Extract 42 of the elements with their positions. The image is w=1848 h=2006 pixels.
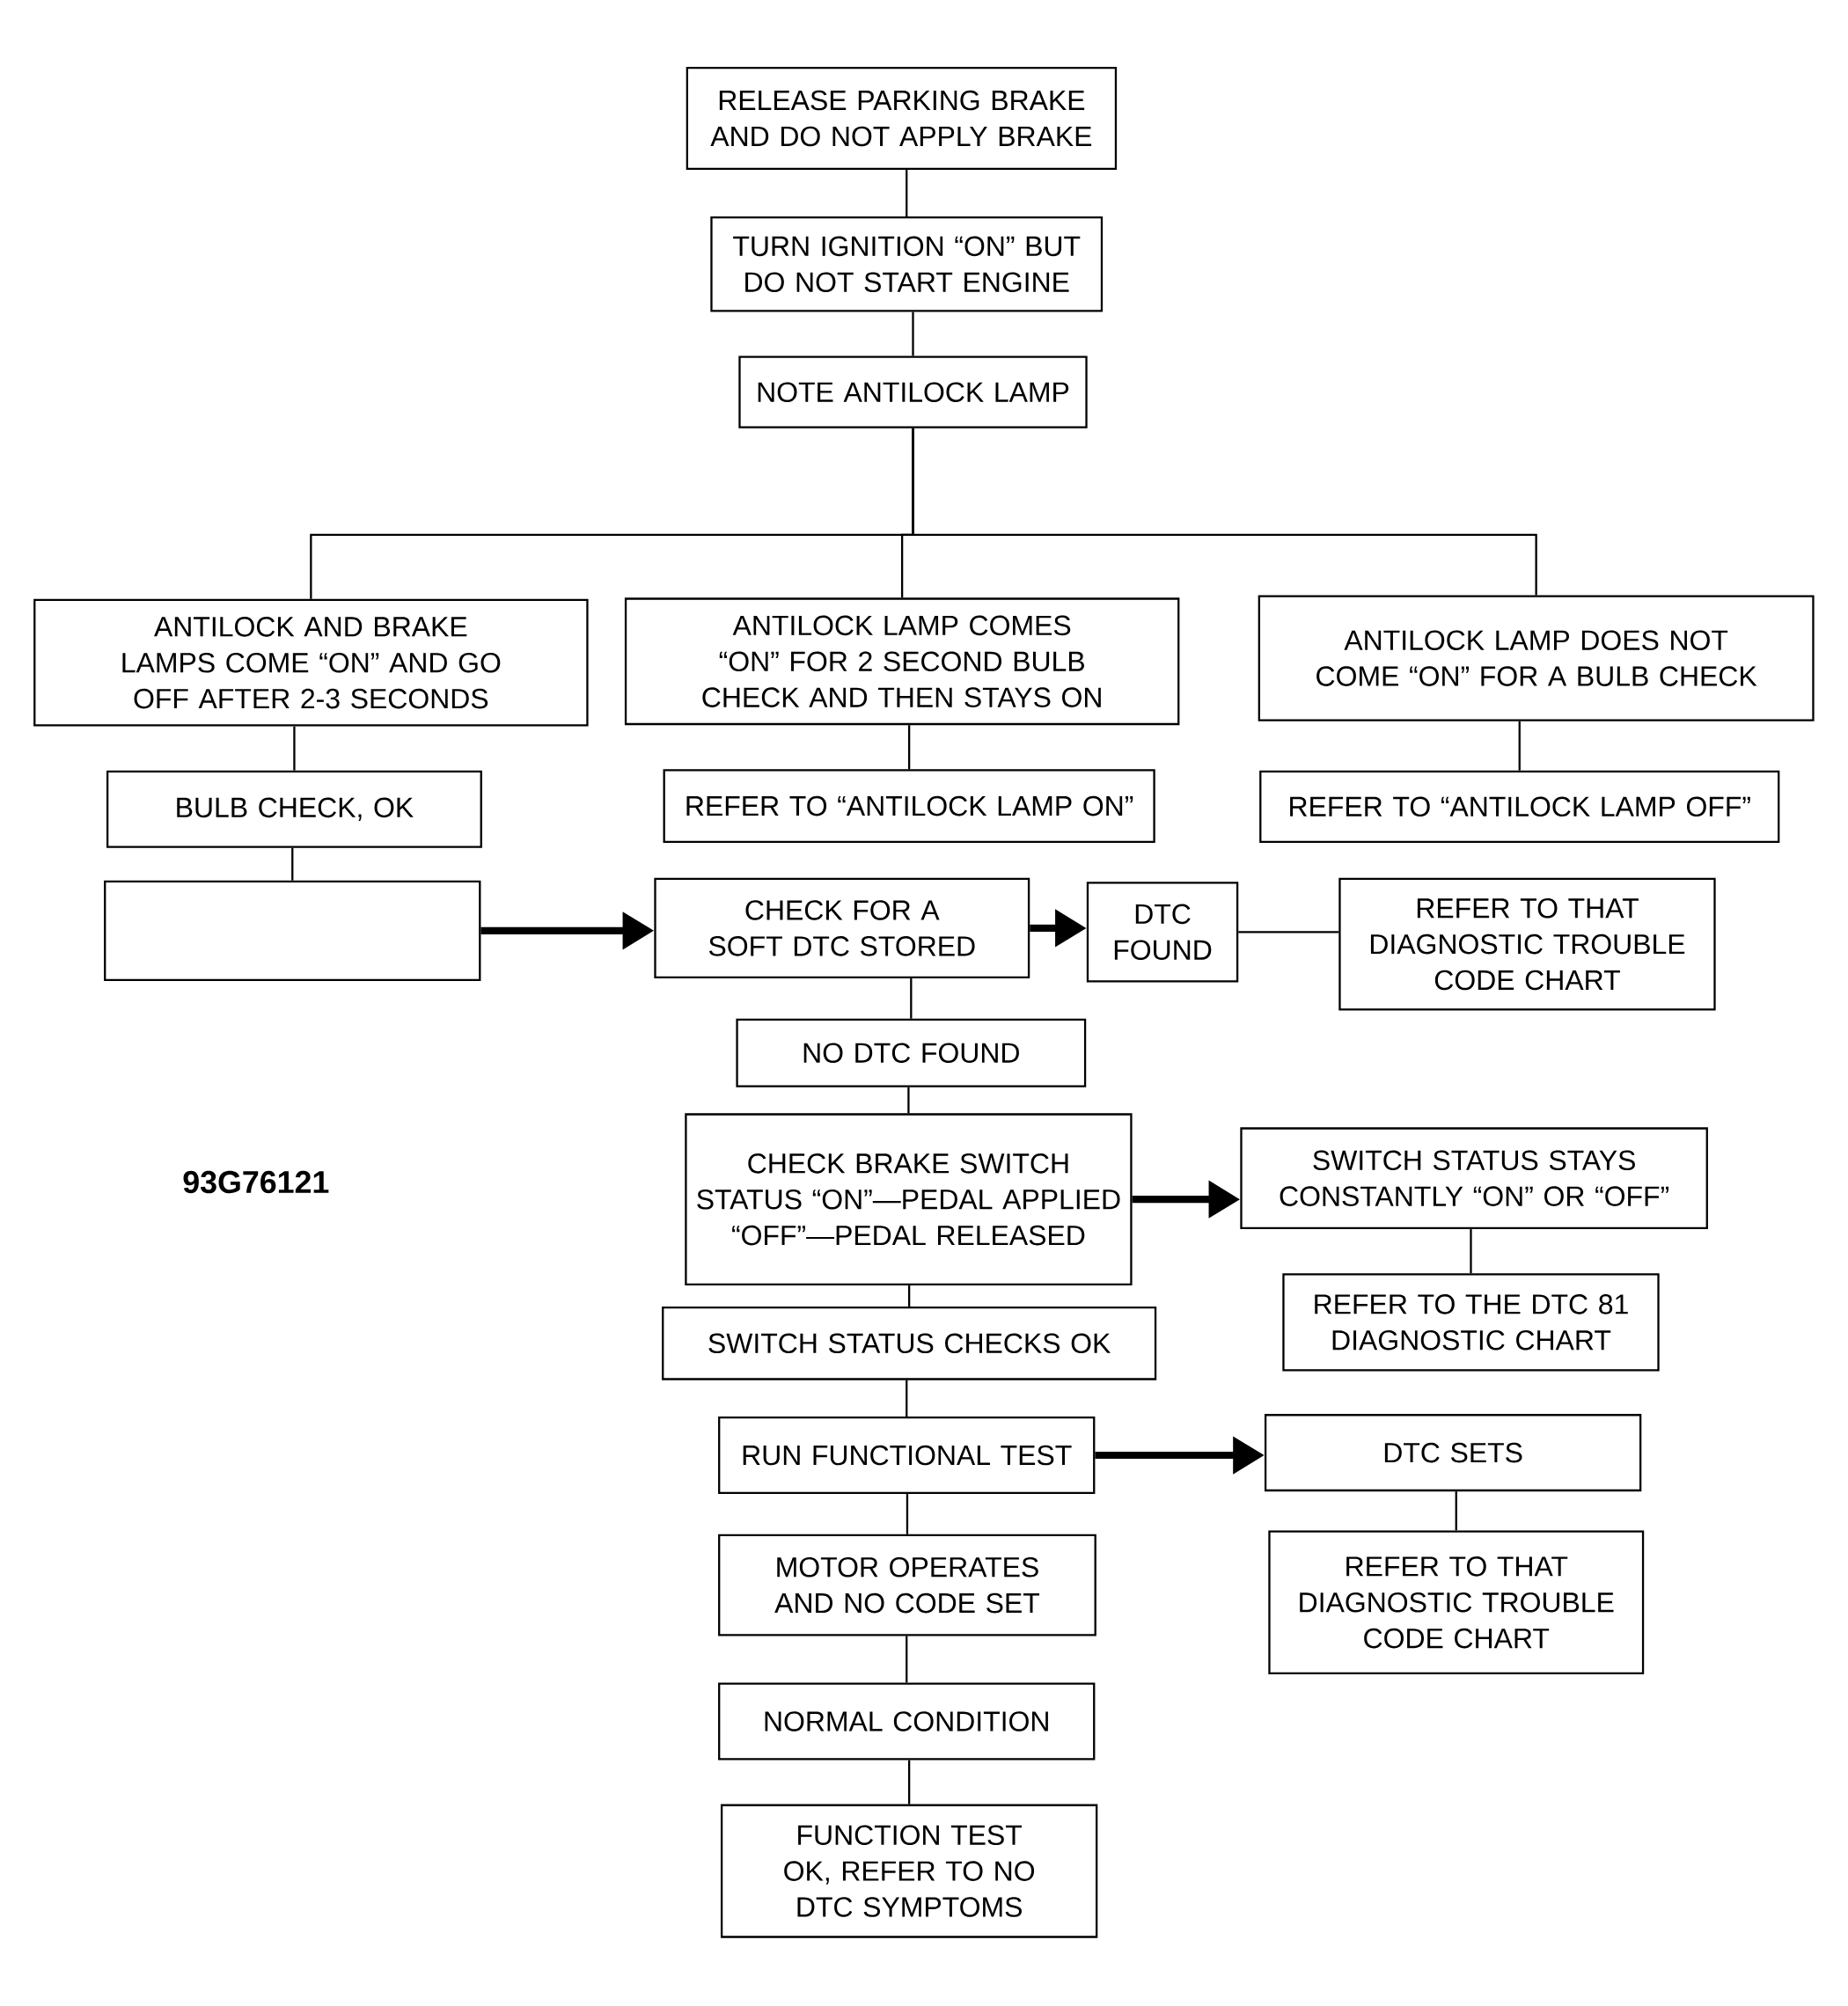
connector-line [293, 726, 296, 771]
connector-line [1518, 721, 1522, 771]
connector-line [1455, 1491, 1458, 1531]
process-box: REFER TO “ANTILOCK LAMP OFF” [1259, 770, 1780, 843]
process-box: DTC SETS [1265, 1414, 1642, 1492]
connector-line [906, 170, 908, 217]
connector-line [906, 1494, 909, 1534]
connector-line [908, 725, 911, 770]
process-box: REFER TO THE DTC 81 DIAGNOSTIC CHART [1282, 1273, 1660, 1372]
process-box: NORMAL CONDITION [718, 1682, 1096, 1761]
connector-line [912, 311, 914, 356]
connector-line [907, 1087, 910, 1114]
connector-line [912, 428, 1537, 596]
process-box: REFER TO THAT DIAGNOSTIC TROUBLE CODE CHART [1268, 1530, 1645, 1675]
process-box: CHECK BRAKE SWITCH STATUS “ON”—PEDAL APPLIED “OFF”—PEDAL RELEASED [685, 1113, 1133, 1286]
connector-line [910, 978, 913, 1019]
process-box: RELEASE PARKING BRAKE AND DO NOT APPLY BRAKE [686, 66, 1118, 171]
process-box: DTC FOUND [1086, 882, 1239, 983]
process-box: BULB CHECK, OK [106, 770, 483, 848]
figure-code: 93G76121 [183, 1170, 329, 1194]
connector-line [1238, 931, 1339, 933]
connector-line [291, 847, 294, 881]
process-box [104, 880, 481, 981]
connector-line [1470, 1229, 1472, 1274]
process-box: TURN IGNITION “ON” BUT DO NOT START ENGINE [710, 216, 1104, 312]
process-box: NOTE ANTILOCK LAMP [738, 355, 1088, 428]
process-box: RUN FUNCTIONAL TEST [718, 1417, 1096, 1495]
connector-line [906, 1636, 908, 1683]
process-box: SWITCH STATUS CHECKS OK [662, 1306, 1157, 1380]
process-box: CHECK FOR A SOFT DTC STORED [654, 877, 1030, 979]
connector-line [908, 1760, 911, 1805]
connector-line [908, 1285, 911, 1307]
process-box: REFER TO THAT DIAGNOSTIC TROUBLE CODE CHART [1338, 877, 1716, 1011]
process-box: SWITCH STATUS STAYS CONSTANTLY “ON” OR “OFF” [1240, 1127, 1709, 1230]
process-box: FUNCTION TEST OK, REFER TO NO DTC SYMPTOMS [721, 1804, 1098, 1938]
process-box: ANTILOCK AND BRAKE LAMPS COME “ON” AND GO OFF AFTER 2-3 SECONDS [33, 598, 589, 727]
process-box: NO DTC FOUND [736, 1018, 1087, 1087]
process-box: ANTILOCK LAMP COMES “ON” FOR 2 SECOND BULB CHECK AND THEN STAYS ON [625, 597, 1180, 726]
process-box: ANTILOCK LAMP DOES NOT COME “ON” FOR A BULB CHECK [1258, 595, 1815, 721]
process-box: MOTOR OPERATES AND NO CODE SET [718, 1534, 1096, 1636]
process-box: REFER TO “ANTILOCK LAMP ON” [663, 769, 1155, 843]
connector-line [906, 1380, 908, 1417]
